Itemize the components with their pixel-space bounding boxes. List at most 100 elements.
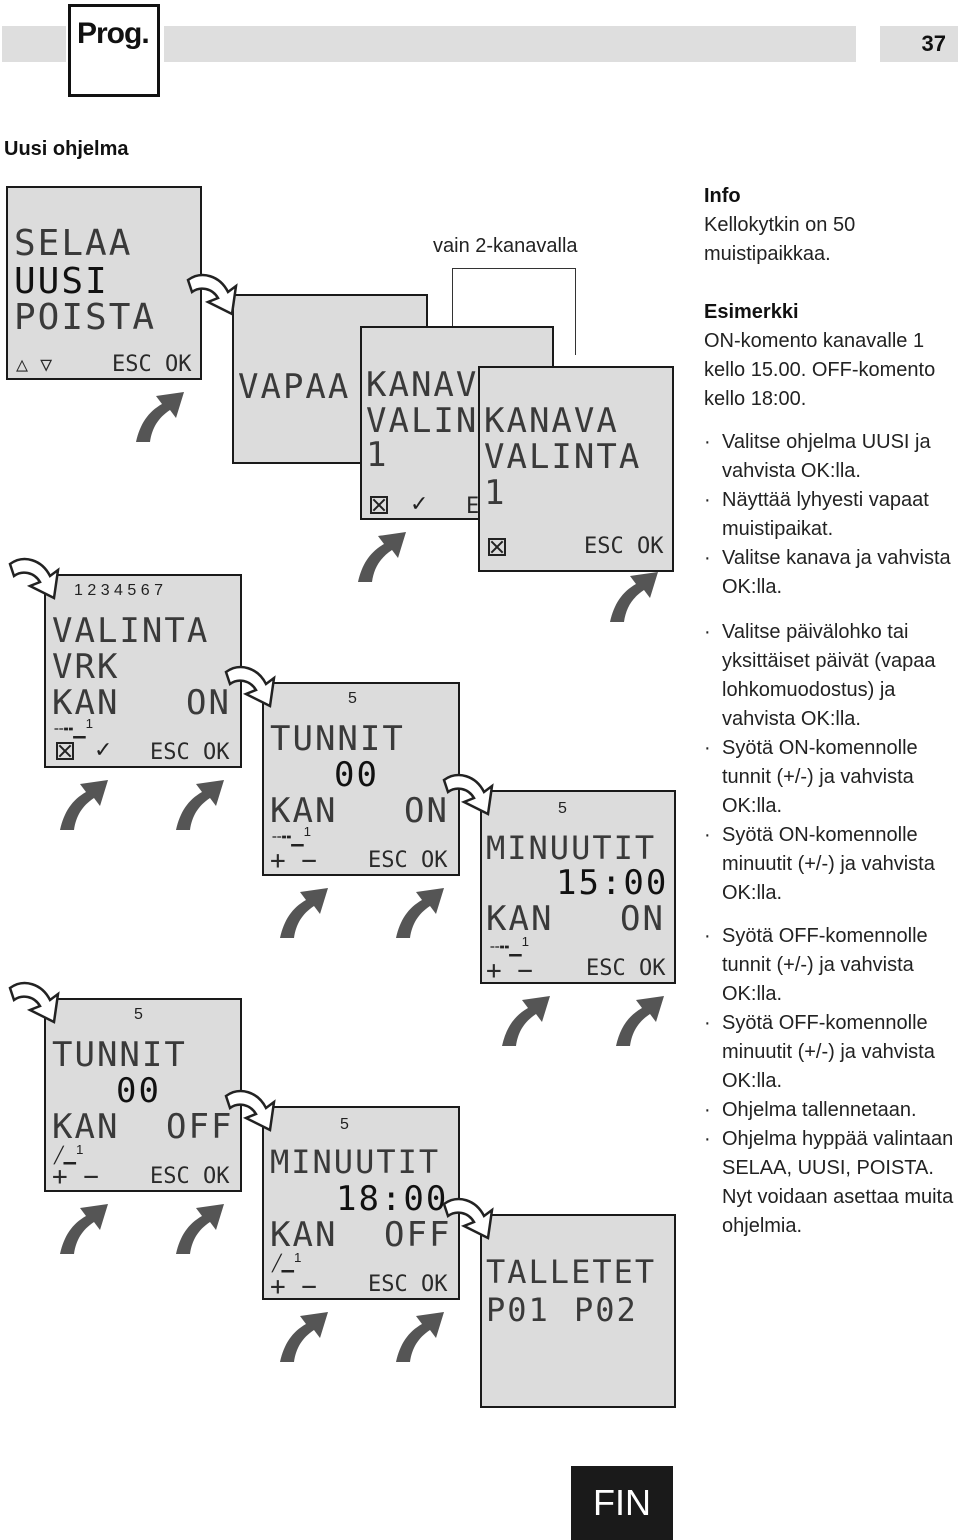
lcd-controls: E: [466, 494, 480, 519]
lcd-program-1: P01: [486, 1291, 550, 1329]
lcd-day: 5: [348, 690, 357, 707]
steps-list-b: Valitse päivälohko tai yksittäiset päivä…: [704, 618, 956, 908]
lcd-controls: ESC OK: [150, 1164, 230, 1189]
lcd-program-2: P02: [574, 1291, 638, 1329]
channel-note: vain 2-kanavalla: [433, 235, 578, 257]
step-item: Valitse ohjelma UUSI ja vahvista OK:lla.: [704, 428, 956, 486]
step-item: Ohjelma hyppää valintaan SELAA, UUSI, PO…: [704, 1125, 956, 1241]
step-item: Syötä OFF-komennolle tunnit (+/-) ja vah…: [704, 922, 956, 1009]
lcd-line-channel: 1: [366, 435, 389, 475]
press-arrow-icon: [280, 888, 328, 938]
lcd-line-kan: KAN: [270, 791, 338, 831]
lcd-value: 00: [334, 755, 379, 795]
lcd-state: ON: [186, 683, 231, 723]
press-arrow-icon: [396, 1312, 444, 1362]
lcd-state: OFF: [166, 1107, 234, 1147]
section-title: Uusi ohjelma: [4, 138, 129, 160]
lcd-line-channel: 1: [484, 473, 507, 513]
check-icon: ✓: [94, 738, 113, 763]
lcd-controls: ESC OK: [368, 1272, 448, 1297]
lcd-value: 00: [116, 1071, 161, 1111]
lcd-line-talletet: TALLETET: [486, 1253, 657, 1291]
lcd-screen-minutes-on: 5 MINUUTIT 15:00 KAN ON ╌╍▁1 + − ESC OK: [480, 790, 676, 986]
example-block: Esimerkki ON-komento kanavalle 1 kello 1…: [704, 298, 954, 414]
info-block: Info Kellokytkin on 50 muistipaikkaa.: [704, 182, 954, 269]
lcd-line-valinta: VALINTA: [484, 437, 642, 477]
step-item: Näyttää lyhyesti vapaat muistipaikat.: [704, 486, 956, 544]
language-tab: FIN: [571, 1466, 673, 1540]
lcd-controls: ESC OK: [112, 352, 192, 377]
lcd-line-uusi: UUSI: [14, 261, 109, 302]
lcd-controls: ESC OK: [586, 956, 666, 981]
example-title: Esimerkki: [704, 301, 799, 323]
next-step-arrow-icon: [8, 981, 60, 1024]
lcd-value: 15:00: [556, 863, 669, 903]
steps-list-a: Valitse ohjelma UUSI ja vahvista OK:lla.…: [704, 428, 956, 602]
plus-minus-icon: + −: [52, 1162, 99, 1192]
header-bar-left: [2, 26, 66, 62]
box-x-icon: [488, 538, 506, 556]
lcd-state: ON: [620, 899, 665, 939]
lcd-line-kanava: KANAVA: [484, 401, 619, 441]
lcd-line-tunnit: TUNNIT: [270, 719, 405, 759]
lcd-state: OFF: [384, 1215, 452, 1255]
press-arrow-icon: [502, 996, 550, 1046]
next-step-arrow-icon: [186, 273, 238, 316]
step-item: Syötä ON-komennolle tunnit (+/-) ja vahv…: [704, 734, 956, 821]
lcd-controls: ESC OK: [368, 848, 448, 873]
steps-list-c: Syötä OFF-komennolle tunnit (+/-) ja vah…: [704, 922, 956, 1241]
lcd-value: 18:00: [336, 1179, 449, 1219]
step-item: Ohjelma tallennetaan.: [704, 1096, 956, 1125]
lcd-line-poista: POISTA: [14, 297, 157, 338]
lcd-day: 5: [558, 800, 567, 817]
next-step-arrow-icon: [442, 1197, 494, 1240]
press-arrow-icon: [358, 532, 406, 582]
lcd-line-minuutit: MINUUTIT: [270, 1143, 441, 1181]
step-item: Valitse kanava ja vahvista OK:lla.: [704, 544, 956, 602]
channel-signal-icon: ╌╍▁1: [54, 716, 93, 739]
lcd-line-minuutit: MINUUTIT: [486, 829, 657, 867]
lcd-days: 1 2 3 4 5 6 7: [74, 582, 163, 599]
lcd-line-kan: KAN: [52, 1107, 120, 1147]
lcd-line-valinta: VALINTA: [52, 611, 210, 651]
lcd-line-kanava: KANAVA: [366, 365, 501, 405]
up-down-arrows-icon: △ ▽: [16, 352, 53, 376]
next-step-arrow-icon: [224, 1089, 276, 1132]
box-x-icon: [370, 496, 388, 514]
channel-number: 1: [303, 824, 311, 839]
lcd-screen-minutes-off: 5 MINUUTIT 18:00 KAN OFF ╱▁1 + − ESC OK: [262, 1106, 460, 1302]
info-title: Info: [704, 185, 741, 207]
page-number-box: 37: [880, 26, 958, 62]
channel-number: 1: [75, 1142, 84, 1157]
example-text: ON-komento kanavalle 1 kello 15.00. OFF-…: [704, 330, 936, 410]
channel-number: 1: [85, 716, 93, 731]
next-step-arrow-icon: [8, 557, 60, 600]
prog-badge: Prog.: [68, 4, 160, 97]
check-icon: ✓: [410, 492, 429, 517]
lcd-screen-hours-off: 5 TUNNIT 00 KAN OFF ╱▁1 + − ESC OK: [44, 998, 242, 1192]
lcd-line-selaa: SELAA: [14, 223, 133, 264]
press-arrow-icon: [610, 572, 658, 622]
lcd-screen-hours-on: 5 TUNNIT 00 KAN ON ╌╍▁1 + − ESC OK: [262, 682, 460, 876]
lcd-controls: ESC OK: [150, 740, 230, 765]
lcd-line-kan: KAN: [486, 899, 554, 939]
step-item: Valitse päivälohko tai yksittäiset päivä…: [704, 618, 956, 734]
step-item: Syötä ON-komennolle minuutit (+/-) ja va…: [704, 821, 956, 908]
lcd-screen-menu: SELAA UUSI POISTA △ ▽ ESC OK: [6, 186, 202, 380]
next-step-arrow-icon: [442, 773, 494, 816]
press-arrow-icon: [176, 1204, 224, 1254]
info-text: Kellokytkin on 50 muistipaikkaa.: [704, 214, 856, 265]
prog-label: Prog.: [77, 17, 150, 50]
step-item: Syötä OFF-komennolle minuutit (+/-) ja v…: [704, 1009, 956, 1096]
press-arrow-icon: [136, 392, 184, 442]
plus-minus-icon: + −: [486, 956, 533, 986]
press-arrow-icon: [60, 780, 108, 830]
lcd-state: ON: [404, 791, 449, 831]
lcd-screen-days: 1 2 3 4 5 6 7 VALINTA VRK KAN ON ╌╍▁1 ✓ …: [44, 574, 242, 768]
plus-minus-icon: + −: [270, 846, 317, 876]
lcd-line-kan: KAN: [52, 683, 120, 723]
channel-signal-icon: ╱▁1: [272, 1250, 302, 1273]
page-number: 37: [921, 31, 946, 56]
lcd-screen-saved: TALLETET P01 P02: [480, 1214, 676, 1408]
plus-minus-icon: + −: [270, 1272, 317, 1302]
